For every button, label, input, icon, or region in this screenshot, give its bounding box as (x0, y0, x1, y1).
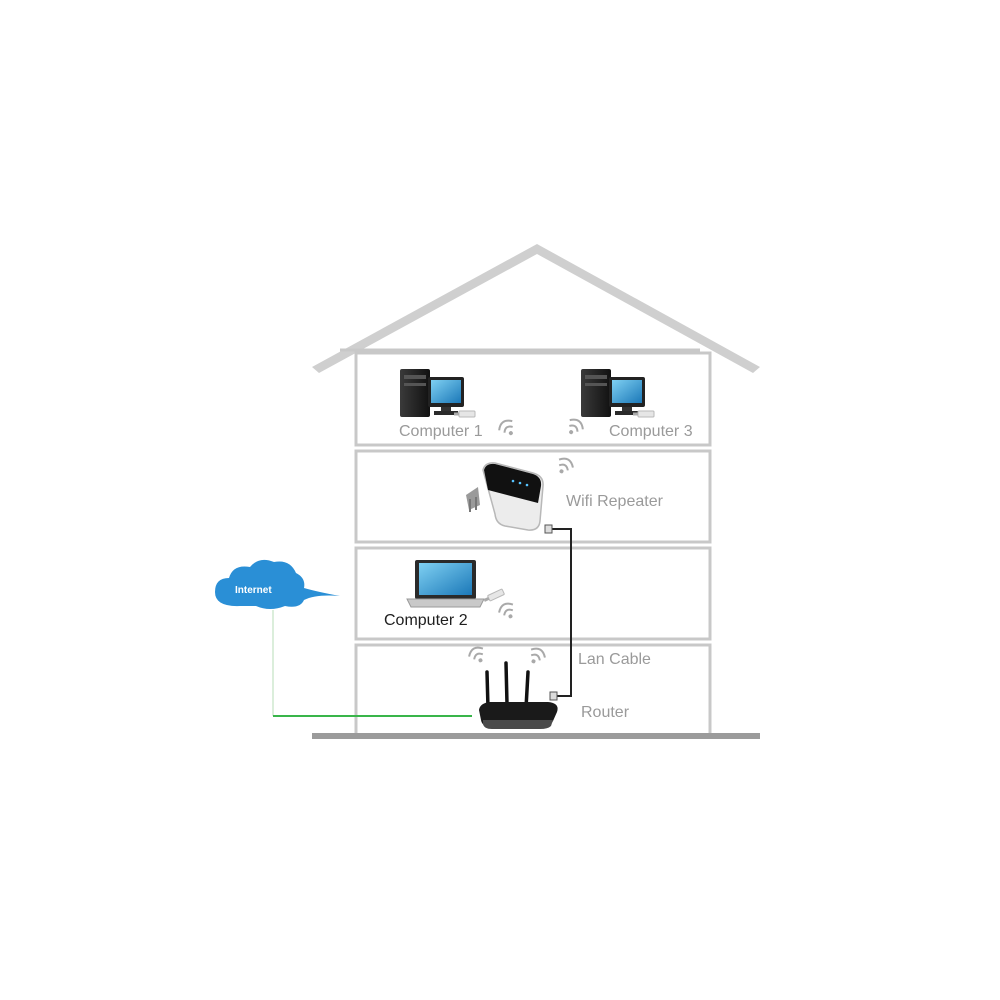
wifi-signal-icon (495, 599, 520, 624)
internet-label: Internet (235, 585, 272, 596)
desktop-computer-icon (581, 369, 645, 417)
wifi-signal-icon (552, 454, 577, 479)
laptop-icon (406, 560, 485, 608)
wifi-signal-icon (524, 644, 549, 669)
desktop-computer-icon (400, 369, 464, 417)
lan-cable (544, 524, 572, 701)
ground-line (312, 733, 760, 739)
computer-3-label: Computer 3 (609, 423, 693, 440)
computer-1-label: Computer 1 (399, 423, 483, 440)
lan-cable-label: Lan Cable (578, 651, 651, 668)
cloud-icon (215, 559, 340, 609)
wifi-signal-icon (465, 643, 490, 668)
router-label: Router (581, 704, 630, 721)
computer-2-label: Computer 2 (384, 612, 468, 629)
internet-connection-line (272, 610, 472, 717)
wifi-repeater-icon (466, 462, 544, 531)
wifi-signal-icon (562, 415, 587, 440)
house-structure (340, 348, 712, 733)
wifi-usb-adapter-icon (482, 588, 506, 604)
wifi-signal-icon (495, 416, 520, 441)
wifi-repeater-label: Wifi Repeater (566, 493, 663, 510)
router-icon (479, 661, 558, 729)
